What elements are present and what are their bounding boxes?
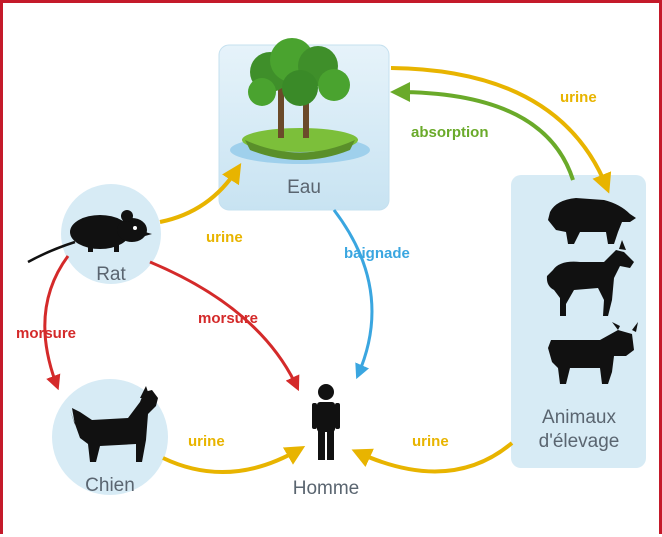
edge-label-morsure-rat-homme: morsure — [198, 310, 258, 327]
node-eau: Eau — [219, 38, 389, 210]
node-homme: Homme — [293, 384, 360, 499]
human-icon — [312, 384, 340, 460]
node-animaux-elevage: Animaux d'élevage — [511, 175, 646, 468]
node-rat: Rat — [28, 184, 161, 285]
node-homme-label: Homme — [293, 478, 360, 499]
edge-baignade: baignade — [334, 210, 410, 375]
edge-label-urine-rat-eau: urine — [206, 229, 243, 246]
edge-label-baignade: baignade — [344, 245, 410, 262]
edge-urine-chien-homme: urine — [163, 433, 300, 472]
edge-label-urine-eau-animaux: urine — [560, 89, 597, 106]
edge-urine-animaux-homme: urine — [357, 433, 512, 471]
node-animaux-label-line2: d'élevage — [539, 431, 620, 452]
node-rat-label: Rat — [96, 264, 126, 285]
edge-absorption: absorption — [396, 92, 573, 180]
node-chien-label: Chien — [85, 475, 135, 496]
edge-label-urine-chien-homme: urine — [188, 433, 225, 450]
node-chien: Chien — [52, 379, 168, 496]
edge-label-urine-animaux-homme: urine — [412, 433, 449, 450]
edge-morsure-rat-homme: morsure — [150, 262, 297, 387]
edge-label-morsure-rat-chien: morsure — [16, 325, 76, 342]
edge-morsure-rat-chien: morsure — [16, 256, 76, 386]
node-eau-label: Eau — [287, 177, 321, 198]
node-animaux-label-line1: Animaux — [542, 407, 616, 428]
edge-label-absorption: absorption — [411, 124, 489, 141]
